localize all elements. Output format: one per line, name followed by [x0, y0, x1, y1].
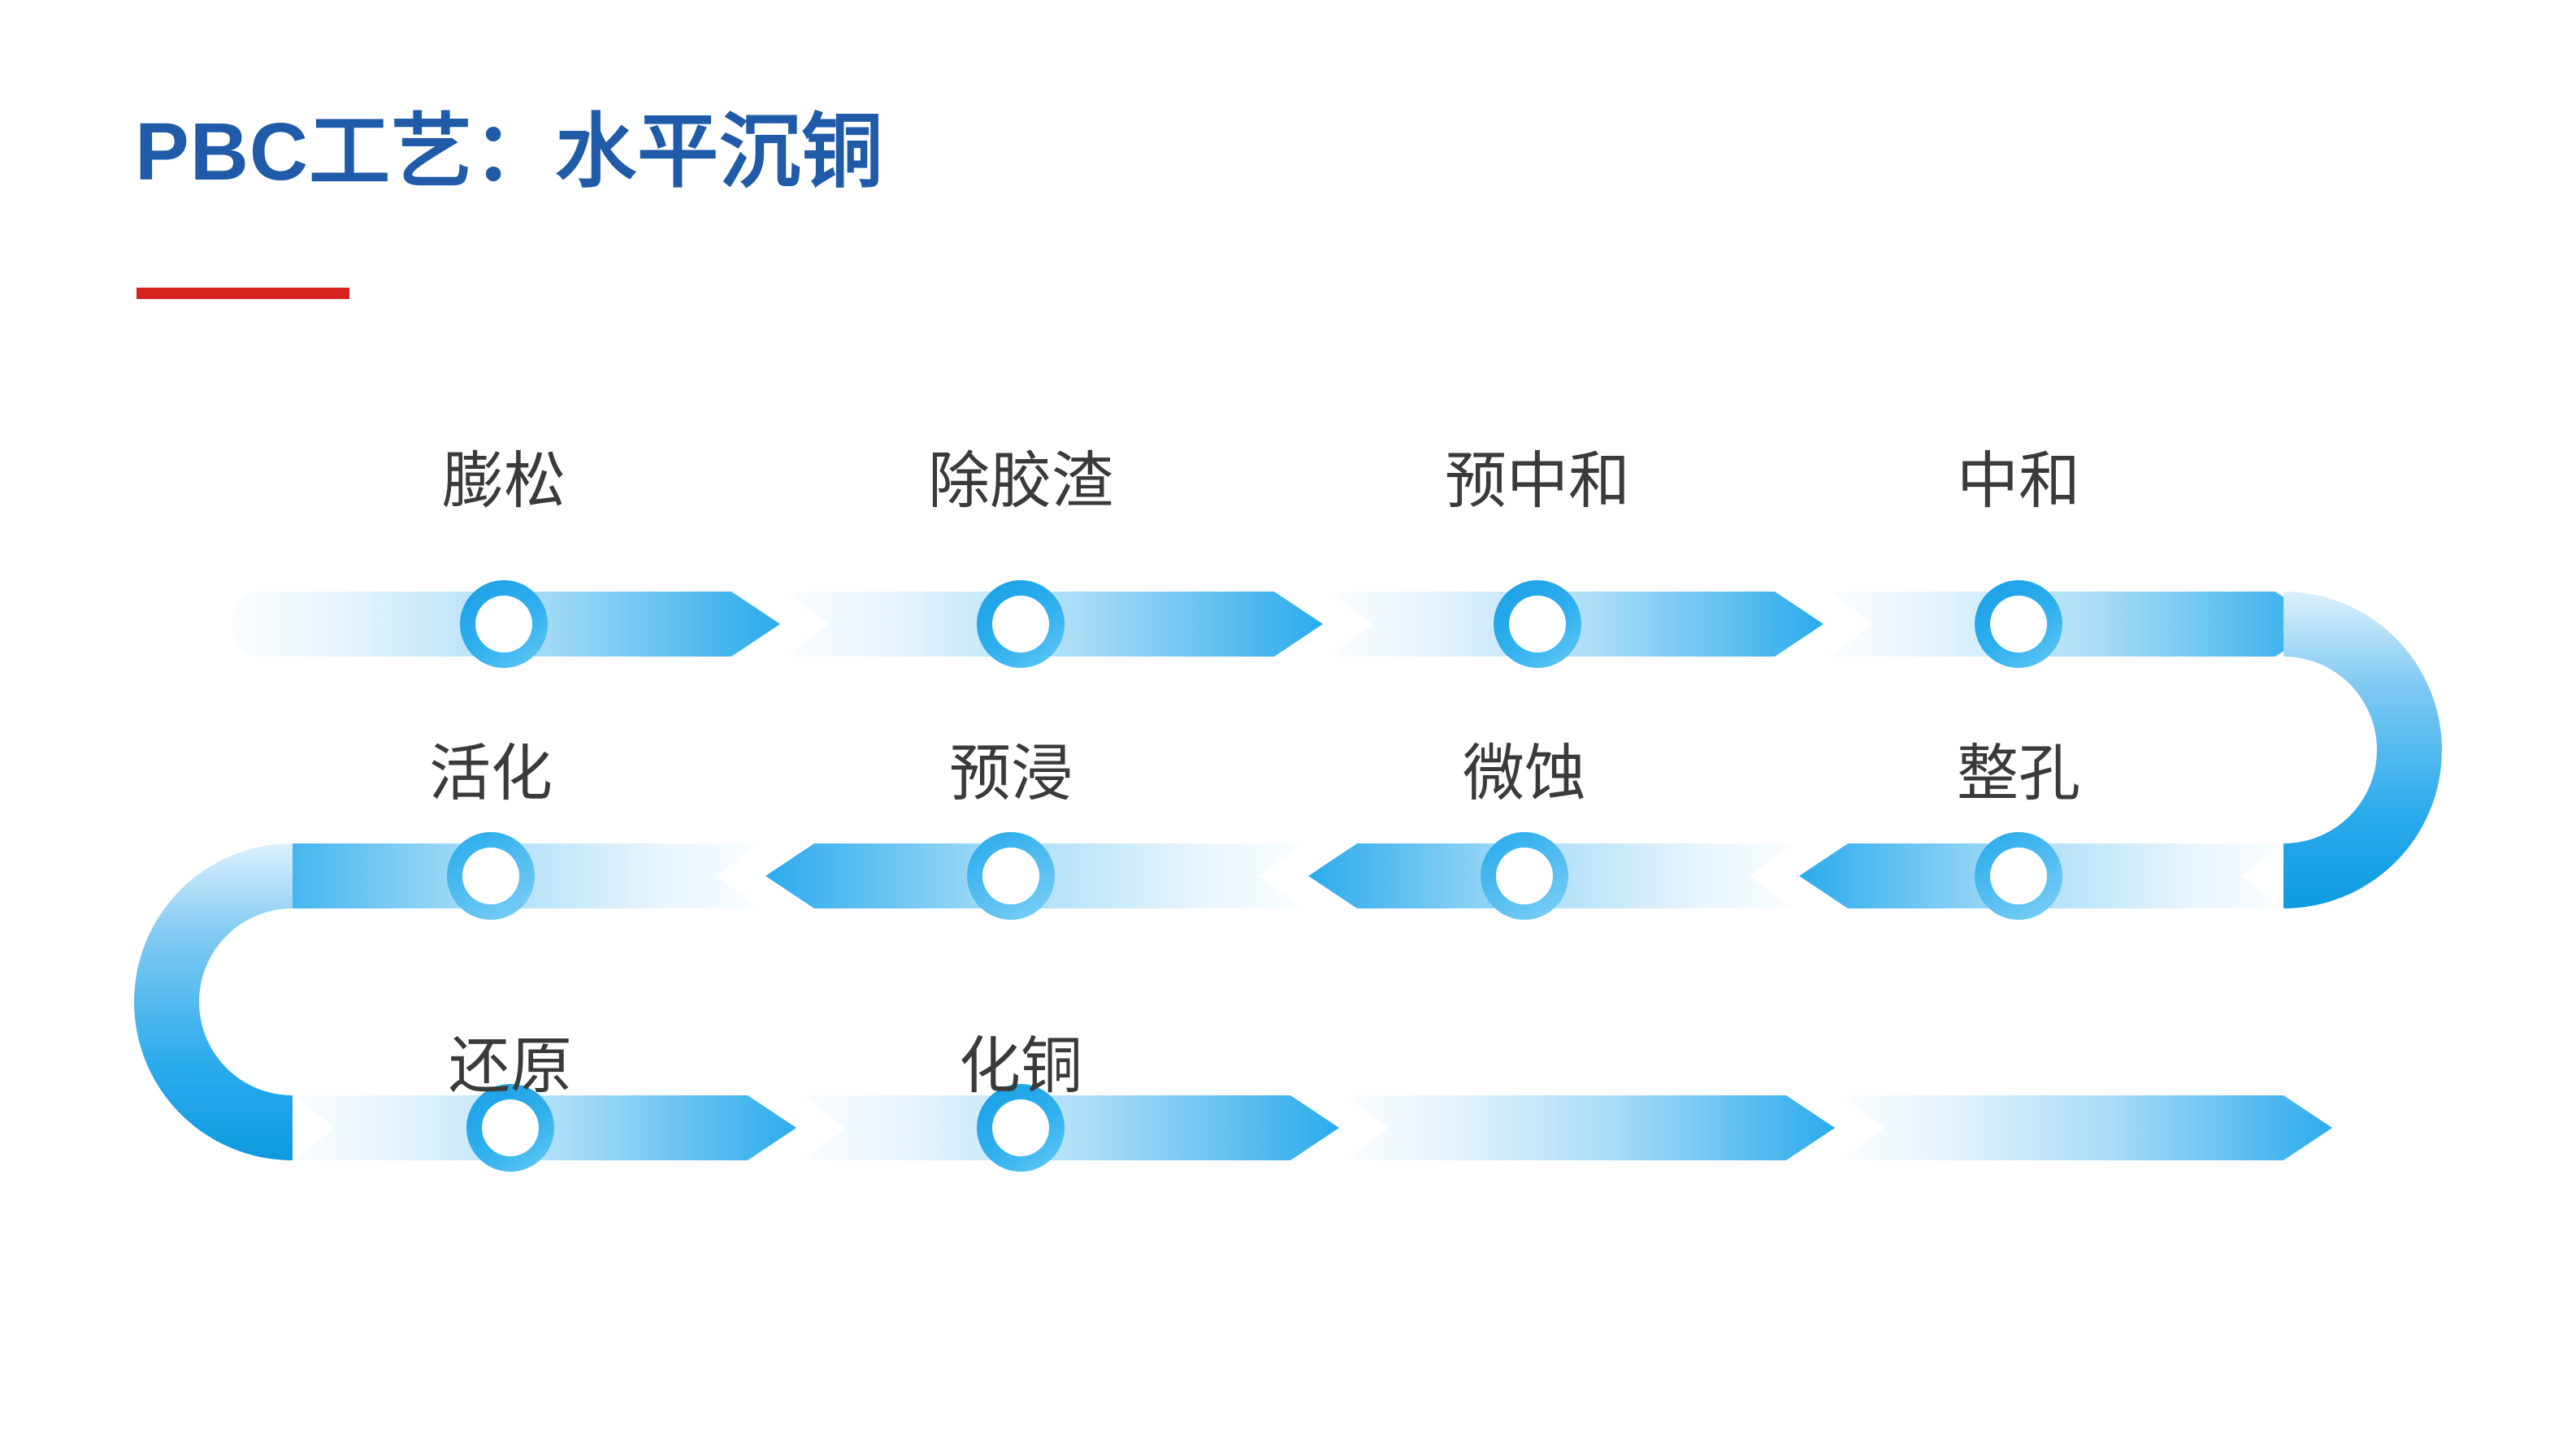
title-block: PBC工艺：水平沉铜 [135, 107, 1760, 319]
step-marker-4[interactable] [1975, 580, 2062, 668]
step-label-2: 除胶渣 [928, 447, 1113, 516]
step-marker-3[interactable] [1494, 580, 1581, 668]
step-label-4: 中和 [1957, 447, 2080, 516]
step-marker-5[interactable] [1975, 832, 2062, 920]
step-label-10: 化铜 [959, 1032, 1082, 1101]
step-marker-1[interactable] [460, 580, 548, 668]
flow-arrow-row3-seg3 [1346, 1095, 1835, 1160]
step-marker-2[interactable] [977, 580, 1065, 668]
left-uturn-arc [134, 843, 293, 1160]
step-label-6: 微蚀 [1463, 739, 1586, 809]
step-marker-7[interactable] [967, 832, 1055, 920]
step-label-9: 还原 [449, 1032, 572, 1101]
flow-arrow-row3-seg2 [803, 1095, 1339, 1160]
step-label-5: 整孔 [1957, 739, 2080, 809]
step-label-1: 膨松 [442, 447, 566, 516]
step-label-3: 预中和 [1445, 447, 1630, 516]
step-marker-10[interactable] [977, 1084, 1065, 1172]
right-uturn-arc [2283, 592, 2442, 908]
step-marker-6[interactable] [1481, 832, 1568, 920]
title-underline-rule [137, 288, 349, 299]
flow-arrow-row3-seg4 [1841, 1095, 2332, 1160]
page-title: PBC工艺：水平沉铜 [135, 106, 884, 197]
step-marker-9[interactable] [466, 1084, 554, 1172]
step-label-7: 预浸 [949, 739, 1073, 809]
step-marker-8[interactable] [447, 832, 535, 920]
flow-arrow-row1-seg4 [1830, 592, 2324, 657]
step-label-8: 活化 [429, 739, 553, 809]
